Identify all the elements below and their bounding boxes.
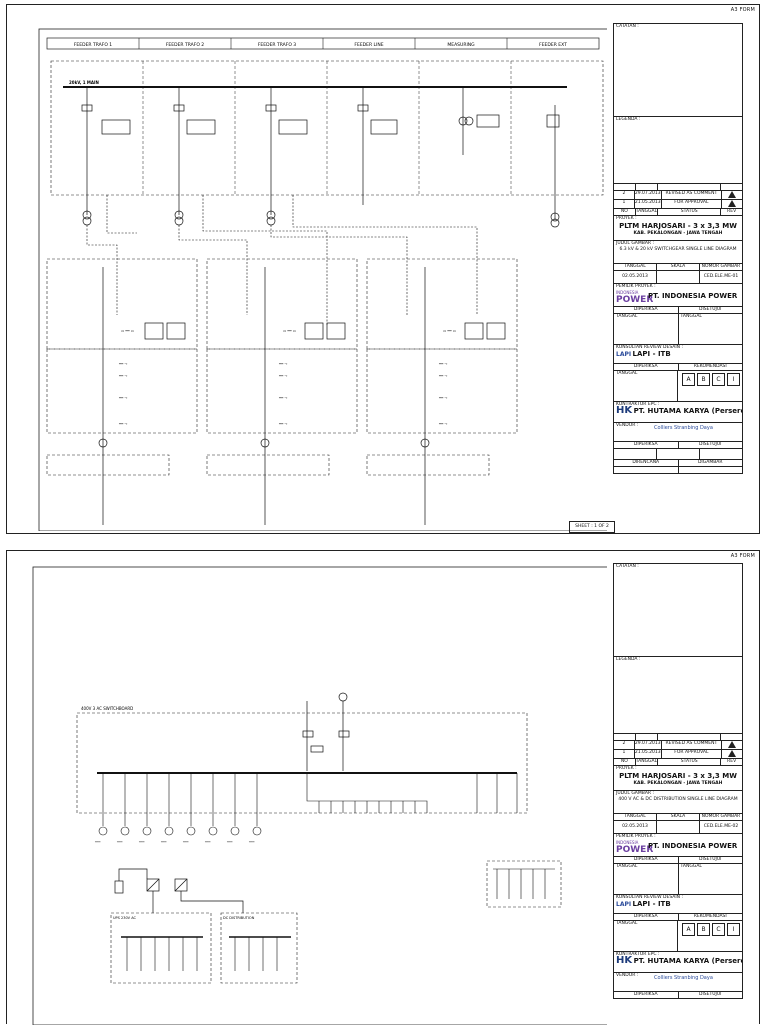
- svg-text:━━ ⊸: ━━ ⊸: [438, 422, 447, 426]
- drawing-title: 400 V AC & DC DISTRIBUTION SINGLE LINE D…: [618, 797, 738, 802]
- mdp-label: 400V 3 AC SWITCHBOARD: [81, 706, 133, 711]
- revision-triangle-icon: [728, 750, 737, 757]
- project-location: KAB. PEKALONGAN - JAWA TENGAH: [633, 781, 723, 786]
- ups-label: UPS 230V AC: [113, 916, 137, 920]
- svg-text:━━━: ━━━: [160, 840, 167, 844]
- feeder-label-2: FEEDER TRAFO 2: [166, 42, 204, 48]
- project-title: PLTM HARJOSARI - 3 x 3,3 MW: [619, 222, 737, 230]
- svg-text:━━ ⊸: ━━ ⊸: [118, 362, 127, 366]
- feeder-label-1: FEEDER TRAFO 1: [74, 42, 112, 48]
- svg-text:━━ ⊸: ━━ ⊸: [278, 422, 287, 426]
- form-size-label: A3 FORM: [730, 7, 755, 13]
- hutama-karya-logo: HK: [616, 405, 633, 416]
- feeder-label-4: FEEDER LINE: [354, 42, 383, 48]
- contractor-name: PT. HUTAMA KARYA (Persero): [633, 407, 742, 415]
- feeder-header-row: FEEDER TRAFO 1 FEEDER TRAFO 2 FEEDER TRA…: [46, 37, 600, 50]
- single-line-diagram-2: 400V 3 AC SWITCHBOARD ━━━ ━━━ ━━━ ━━━ ━━━ ━━…: [32, 566, 607, 1025]
- single-line-diagram-1: FEEDER TRAFO 1 FEEDER TRAFO 2 FEEDER TRA…: [38, 28, 607, 531]
- svg-text:━━ ⊸: ━━ ⊸: [438, 396, 447, 400]
- drawing-title: 6.3 kV & 20 kV SWITCHGEAR SINGLE LINE DI…: [619, 247, 737, 252]
- revision-triangle-icon: [728, 200, 737, 207]
- feeder-label-3: FEEDER TRAFO 3: [258, 42, 296, 48]
- project-location: KAB. PEKALONGAN - JAWA TENGAH: [633, 231, 723, 236]
- legenda-label: LEGENDA :: [616, 117, 641, 122]
- lapi-itb-logo: LAPI: [616, 351, 632, 358]
- svg-text:━━ ⊸: ━━ ⊸: [118, 422, 127, 426]
- svg-text:━━ ⊸: ━━ ⊸: [118, 374, 127, 378]
- svg-text:━━ ⊸: ━━ ⊸: [278, 374, 287, 378]
- lapi-itb-logo: LAPI: [616, 901, 632, 908]
- svg-text:━━━: ━━━: [204, 840, 211, 844]
- svg-text:━━ ⊸: ━━ ⊸: [438, 374, 447, 378]
- catatan-label: CATATAN :: [616, 24, 639, 29]
- svg-text:━━ ⊸: ━━ ⊸: [278, 396, 287, 400]
- project-title: PLTM HARJOSARI - 3 x 3,3 MW: [619, 772, 737, 780]
- svg-text:▭ ━━ ▭: ▭ ━━ ▭: [443, 329, 456, 333]
- owner-name: PT. INDONESIA POWER: [648, 292, 738, 300]
- form-size-label: A3 FORM: [730, 553, 755, 559]
- consultant-name: LAPI - ITB: [632, 350, 671, 358]
- revision-triangle-icon: [728, 741, 737, 748]
- svg-text:━━━: ━━━: [248, 840, 255, 844]
- drawing-number: CED.ELE.ME-02: [699, 821, 742, 833]
- dc-label: DC DISTRIBUTION: [223, 916, 255, 920]
- hutama-karya-logo: HK: [616, 955, 633, 966]
- svg-text:━━━: ━━━: [138, 840, 145, 844]
- drawing-sheet-2: A3 FORM 400V 3 AC SWITCHBOARD ━━━━━: [6, 550, 760, 1025]
- drawing-sheet-1: A3 FORM FEEDER TRAFO 1 FEEDER TRAFO 2 FE…: [6, 4, 760, 534]
- svg-text:━━ ⊸: ━━ ⊸: [118, 396, 127, 400]
- busbar-label: 20kV, 1 MAIN: [69, 80, 99, 85]
- svg-text:━━ ⊸: ━━ ⊸: [438, 362, 447, 366]
- revision-triangle-icon: [728, 191, 737, 198]
- svg-text:▭ ━━ ▭: ▭ ━━ ▭: [121, 329, 134, 333]
- vendor-logo: Colliers Stranbing Daya: [654, 975, 713, 981]
- svg-text:━━━: ━━━: [226, 840, 233, 844]
- vendor-logo: Colliers Stranbing Daya: [654, 425, 713, 431]
- svg-text:━━━: ━━━: [182, 840, 189, 844]
- svg-text:━━━: ━━━: [116, 840, 123, 844]
- svg-text:━━ ⊸: ━━ ⊸: [278, 362, 287, 366]
- drawing-date: 02.05.2013: [622, 274, 648, 279]
- drawing-number: CED.ELE.ME-01: [699, 271, 742, 283]
- svg-text:━━━: ━━━: [94, 840, 101, 844]
- sheet-separator: [0, 537, 768, 547]
- svg-text:▭ ━━ ▭: ▭ ━━ ▭: [283, 329, 296, 333]
- sheet-number: SHEET : 1 OF 2: [569, 521, 615, 533]
- feeder-label-5: MEASURING: [447, 42, 475, 48]
- feeder-label-6: FEEDER EXT: [539, 42, 567, 48]
